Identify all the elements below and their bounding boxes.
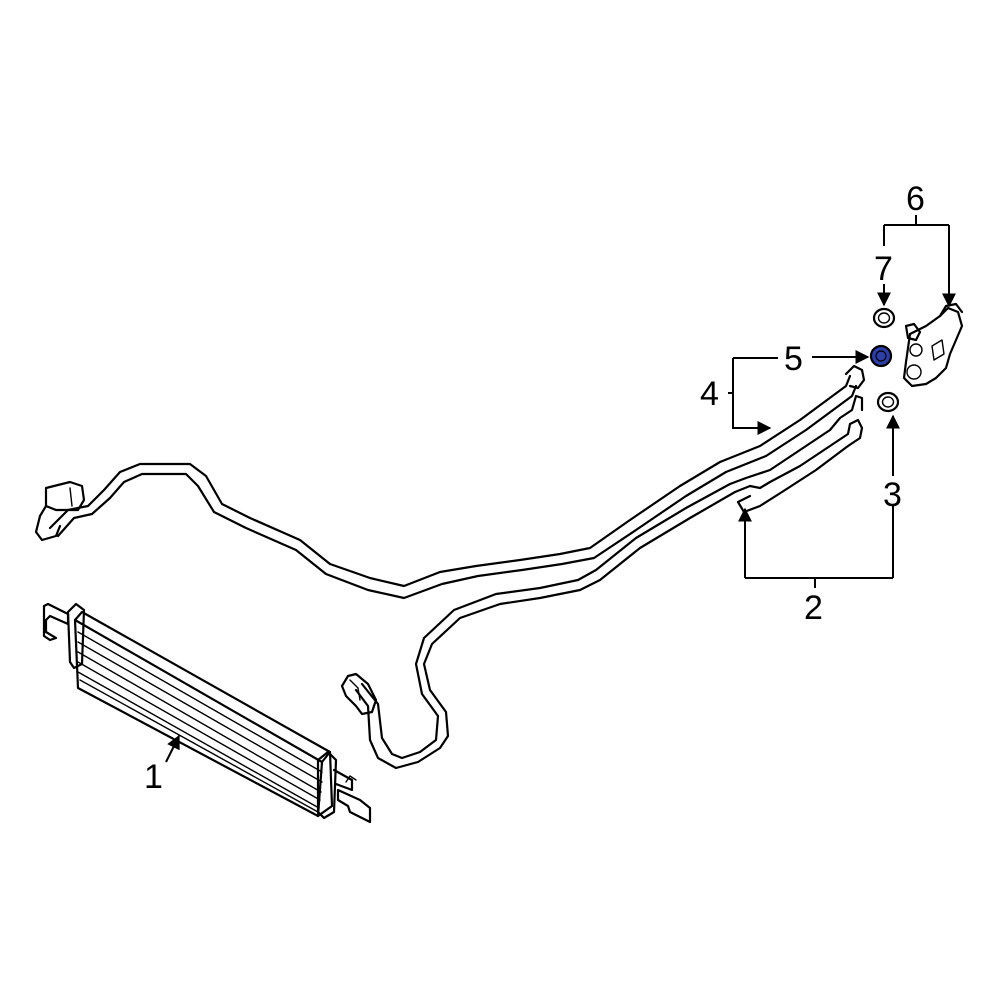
cooler-return-line[interactable] bbox=[340, 394, 864, 770]
adapter-housing[interactable] bbox=[902, 302, 964, 388]
callout-2: 2 bbox=[804, 589, 823, 627]
callout-1: 1 bbox=[144, 758, 163, 796]
callout-5: 5 bbox=[784, 340, 803, 378]
callout-4: 4 bbox=[700, 375, 719, 413]
callout-3: 3 bbox=[883, 476, 902, 514]
callout-6: 6 bbox=[906, 180, 925, 218]
leader-lines bbox=[165, 215, 956, 763]
oil-cooler[interactable] bbox=[42, 602, 372, 824]
callout-7: 7 bbox=[874, 250, 893, 288]
seal-5-highlighted[interactable] bbox=[869, 344, 893, 368]
cooler-feed-line[interactable] bbox=[34, 364, 866, 600]
leader-4-lower bbox=[732, 358, 772, 435]
seal-7[interactable] bbox=[872, 307, 896, 329]
seal-3[interactable] bbox=[876, 391, 900, 413]
leader-1 bbox=[165, 734, 180, 763]
